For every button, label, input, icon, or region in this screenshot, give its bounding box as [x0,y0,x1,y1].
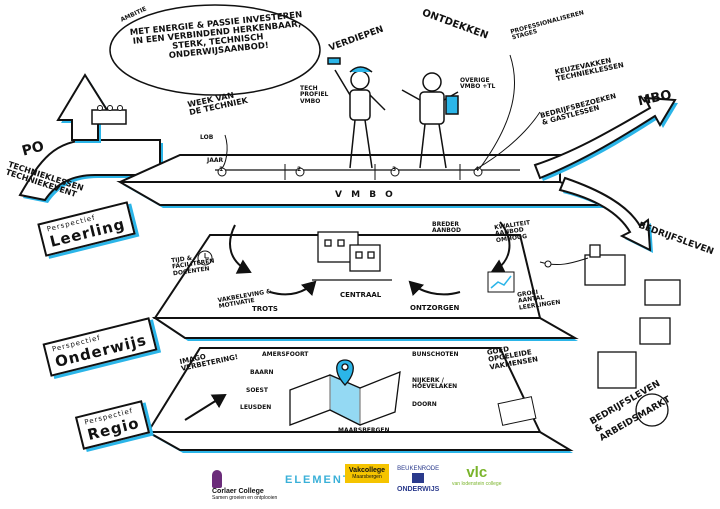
factory-icon [584,244,681,427]
overige-label: Overige VMBO +TL [460,77,496,91]
year-marker-2 [295,167,305,177]
vmbo-label: V M B O [335,190,396,200]
year-1: 1 [219,166,224,173]
trots-label: Trots [252,305,278,313]
growth-chart-icon [487,271,515,293]
ontzorgen-label: Ontzorgen [410,304,460,312]
year-3: 3 [392,166,397,173]
place-soest: Soest [246,387,268,394]
corlaer-name: Corlaer College [212,488,264,495]
logo-strip: Corlaer College Samen groeien en ontploo… [0,462,720,502]
po-arrow [18,139,161,202]
place-bunschoten: Bunschoten [412,351,459,358]
year-marker-3 [390,167,400,177]
regio-plane-edge [144,431,574,451]
po-up-arrow [56,73,114,141]
imago-arrow [184,393,227,421]
diploma-icon [497,396,537,426]
place-nijkerk: Nijkerk / Hoevelaken [412,377,458,391]
mbo-arrow [533,96,677,180]
vmbo-band-top [119,154,561,183]
year-2: 2 [297,166,302,173]
vlc-logo: vlc van lodenstein college [452,464,501,487]
corlaer-logo: Corlaer College Samen groeien en ontploo… [212,470,282,501]
vlc-sub: van lodenstein college [452,481,502,487]
tech-profiel-label: Tech profiel VMBO [300,85,329,105]
breder-aanbod-label: Breder aanbod [432,221,461,235]
vlc-name: vlc [466,464,488,481]
place-doorn: Doorn [412,401,437,408]
year-4: 4 [475,166,480,173]
map-icon [289,359,401,427]
place-maarsbergen: Maarsbergen [338,427,390,434]
bedrijfsleven-arrow [558,176,652,252]
beukenrode-sub: ONDERWIJS [397,486,440,493]
jaar-label: Jaar [207,157,224,164]
school-building-icon [312,231,392,281]
vakcollege-logo: Vakcollege Maarsbergen [345,464,389,483]
vakcollege-name: Vakcollege [348,467,386,474]
lego-brick-icon [91,109,127,125]
onderwijs-plane-edge [151,317,579,339]
place-amersfoort: Amersfoort [262,351,309,358]
place-baarn: Baarn [250,369,274,376]
student-figure-girl [327,57,386,169]
student-figure-boy [401,72,459,169]
beukenrode-name: BEUKENRODE [397,466,440,472]
ambition-bubble [109,4,321,96]
place-leusden: Leusden [240,404,272,411]
beukenrode-logo: BEUKENRODE ONDERWIJS [397,466,439,493]
lob-label: LOB [200,134,214,141]
vakcollege-sub: Maarsbergen [352,474,382,480]
corlaer-sub: Samen groeien en ontplooien [212,495,278,501]
corlaer-emblem-icon [212,470,222,488]
centraal-label: Centraal [340,291,382,299]
element-logo: ELEMENT [285,474,352,486]
beukenrode-emblem-icon [412,473,425,483]
